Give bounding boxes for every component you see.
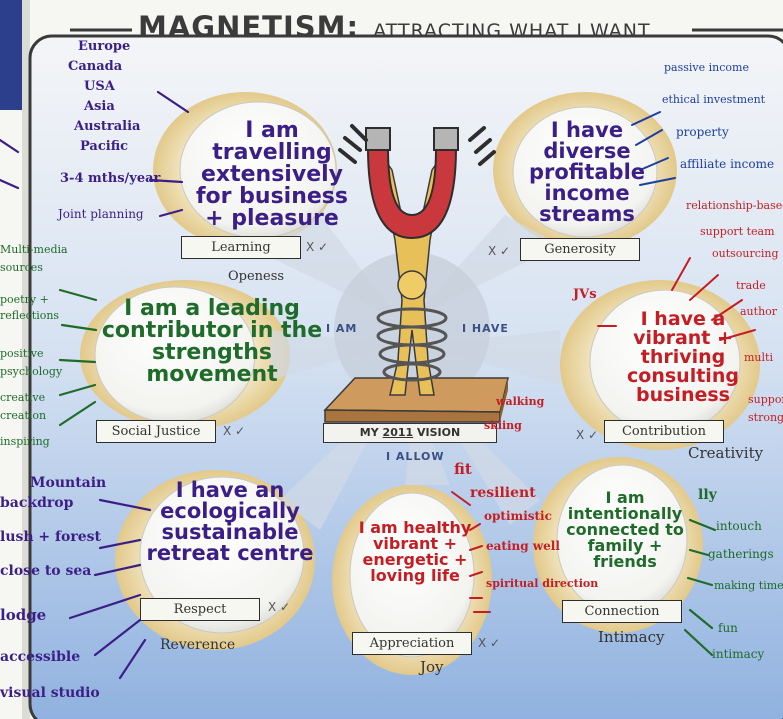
family-note: fun (718, 622, 738, 634)
retreat-statement: I have an ecologically sustainable retre… (140, 480, 320, 564)
consult-marks: X ✓ (576, 428, 598, 442)
leader-statement: I am a leading contributor in the streng… (92, 298, 332, 386)
income-note: affiliate income (680, 158, 774, 170)
consult-note-item: outsourcing (712, 248, 779, 259)
family-extra: Intimacy (598, 630, 664, 645)
left-note: inspiring (0, 436, 50, 447)
travel-place: 3-4 mths/year (60, 172, 160, 185)
travel-statement: I am travelling extensively for business… (192, 120, 352, 230)
retreat-marks: X ✓ (268, 600, 290, 614)
health-note: resilient (470, 486, 536, 500)
travel-place: Asia (84, 100, 115, 113)
retreat-note: close to sea (0, 564, 91, 578)
retreat-note: backdrop (0, 496, 73, 510)
health-marks: X ✓ (478, 636, 500, 650)
family-extra-note: lly (698, 488, 717, 502)
left-note: creation (0, 410, 46, 421)
health-statement: I am healthy vibrant + energetic + lovin… (355, 520, 475, 584)
income-note: property (676, 126, 729, 138)
travel-extra: Openess (228, 270, 284, 283)
family-note: intimacy (712, 648, 764, 660)
board-title: MAGNETISM: ATTRACTING WHAT I WANT (138, 10, 651, 44)
consult-statement: I have a vibrant + thriving consulting b… (608, 310, 758, 405)
vision-prefix: MY (360, 426, 379, 439)
consult-note-item: trade (736, 280, 766, 291)
consult-note-item: support (748, 394, 783, 405)
left-note: poetry + (0, 294, 49, 305)
consult-note-item: strong (748, 412, 783, 423)
left-note: reflections (0, 310, 59, 321)
consult-extra: Creativity (688, 446, 763, 461)
travel-value-tag: Learning (181, 236, 301, 259)
vision-year: 2011 (383, 426, 414, 439)
left-note: sources (0, 262, 43, 273)
income-value-tag: Generosity (520, 238, 640, 261)
title-sub: ATTRACTING WHAT I WANT (373, 20, 650, 42)
title-main: MAGNETISM: (138, 10, 359, 44)
travel-place: Canada (68, 60, 122, 73)
family-note: gatherings (708, 548, 774, 560)
travel-marks: X ✓ (306, 240, 328, 254)
vision-suffix: VISION (417, 426, 460, 439)
family-note: intouch (716, 520, 762, 532)
income-statement: I have diverse profitable income streams (527, 120, 647, 225)
pedestal (325, 378, 508, 422)
health-extra: Joy (420, 660, 444, 675)
left-note: psychology (0, 366, 62, 377)
left-note: creative (0, 392, 45, 403)
consult-value-tag: Contribution (604, 420, 724, 443)
leader-value-tag: Social Justice (96, 420, 216, 443)
vision-tag: MY 2011 VISION (323, 423, 497, 443)
travel-place: Pacific (80, 140, 128, 153)
left-note: positive (0, 348, 44, 359)
i-allow-label: I ALLOW (386, 450, 445, 463)
family-note: making time (714, 580, 783, 591)
travel-place: Australia (74, 120, 140, 133)
consult-note-item: multi (744, 352, 773, 363)
family-value-tag: Connection (562, 600, 682, 623)
travel-place: USA (84, 80, 115, 93)
travel-place: Joint planning (58, 208, 144, 220)
income-marks: X ✓ (488, 244, 510, 258)
i-have-label: I HAVE (462, 322, 509, 335)
consult-note: JVs (573, 288, 597, 301)
retreat-extra: Reverence (160, 638, 235, 652)
leader-marks: X ✓ (223, 424, 245, 438)
consult-note-item: support team (700, 226, 775, 237)
retreat-value-tag: Respect (140, 598, 260, 621)
travel-place: Europe (78, 40, 130, 53)
health-note: eating well (486, 540, 560, 552)
consult-note-item: author (740, 306, 777, 317)
income-note: ethical investment (662, 94, 765, 105)
family-statement: I am intentionally connected to family +… (565, 490, 685, 570)
retreat-note: lodge (0, 608, 46, 623)
retreat-note: lush + forest (0, 530, 101, 544)
consult-note-item: relationship-based (686, 200, 783, 211)
retreat-note: Mountain (30, 476, 106, 490)
retreat-note: accessible (0, 650, 80, 664)
health-note: walking (496, 396, 544, 407)
health-note: optimistic (484, 510, 552, 522)
health-note: fit (454, 462, 472, 477)
retreat-note: visual studio (0, 686, 100, 700)
health-value-tag: Appreciation (352, 632, 472, 655)
left-note: Multi-media (0, 244, 68, 255)
health-note: skiing (484, 420, 522, 431)
health-note: spiritual direction (486, 578, 598, 589)
income-note: passive income (664, 62, 749, 73)
